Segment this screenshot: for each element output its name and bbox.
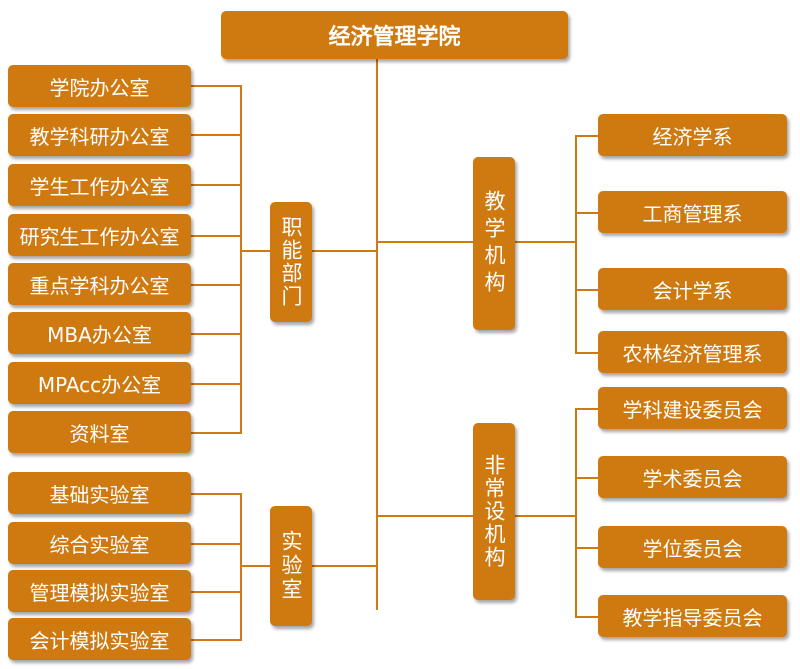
functional-bus-link	[240, 250, 271, 252]
group-labs-label: 实验室	[279, 530, 303, 602]
teaching-branch	[575, 212, 599, 214]
functional-item: 资料室	[8, 411, 191, 453]
nonstanding-item: 教学指导委员会	[598, 595, 787, 637]
functional-item: MBA办公室	[8, 312, 191, 354]
functional-branch	[190, 432, 242, 434]
lab-item: 综合实验室	[8, 522, 191, 564]
functional-branch	[190, 383, 242, 385]
functional-branch	[190, 284, 242, 286]
teaching-item: 经济学系	[598, 114, 787, 156]
labs-branch	[190, 591, 242, 593]
functional-branch	[190, 333, 242, 335]
connector-nonstanding	[376, 515, 474, 517]
lab-item: 会计模拟实验室	[8, 618, 191, 660]
functional-item: 学生工作办公室	[8, 164, 191, 206]
nonstanding-item: 学位委员会	[598, 526, 787, 568]
connector-functional	[311, 250, 377, 252]
labs-branch	[190, 543, 242, 545]
functional-item: 研究生工作办公室	[8, 214, 191, 256]
group-teaching: 教学机构	[473, 157, 515, 330]
group-teaching-label: 教学机构	[482, 189, 506, 298]
connector-labs	[311, 565, 377, 567]
group-labs: 实验室	[270, 506, 312, 626]
labs-bus-link	[240, 565, 271, 567]
nonstanding-branch	[575, 547, 599, 549]
group-functional-label: 职能部门	[279, 216, 303, 308]
teaching-branch	[575, 352, 599, 354]
group-functional: 职能部门	[270, 202, 312, 322]
nonstanding-bus-link	[514, 515, 577, 517]
main-trunk-line	[376, 59, 378, 610]
labs-branch	[190, 639, 242, 641]
functional-branch	[190, 85, 242, 87]
functional-item: 教学科研办公室	[8, 114, 191, 156]
group-nonstanding-label: 非常设机构	[482, 454, 506, 569]
labs-branch	[190, 493, 242, 495]
functional-branch	[190, 235, 242, 237]
nonstanding-branch	[575, 616, 599, 618]
nonstanding-bus	[575, 408, 577, 617]
functional-item: 重点学科办公室	[8, 263, 191, 305]
functional-bus	[240, 85, 242, 433]
functional-item: MPAcc办公室	[8, 362, 191, 404]
functional-item: 学院办公室	[8, 65, 191, 107]
lab-item: 基础实验室	[8, 472, 191, 514]
nonstanding-item: 学术委员会	[598, 456, 787, 498]
nonstanding-item: 学科建设委员会	[598, 387, 787, 429]
group-nonstanding: 非常设机构	[473, 423, 515, 600]
teaching-item: 农林经济管理系	[598, 331, 787, 373]
root-node: 经济管理学院	[221, 11, 568, 59]
teaching-item: 会计学系	[598, 268, 787, 310]
teaching-bus	[575, 135, 577, 353]
connector-teaching	[376, 241, 474, 243]
nonstanding-branch	[575, 477, 599, 479]
nonstanding-branch	[575, 408, 599, 410]
teaching-item: 工商管理系	[598, 191, 787, 233]
teaching-bus-link	[514, 241, 577, 243]
teaching-branch	[575, 289, 599, 291]
functional-branch	[190, 134, 242, 136]
lab-item: 管理模拟实验室	[8, 570, 191, 612]
teaching-branch	[575, 135, 599, 137]
functional-branch	[190, 184, 242, 186]
